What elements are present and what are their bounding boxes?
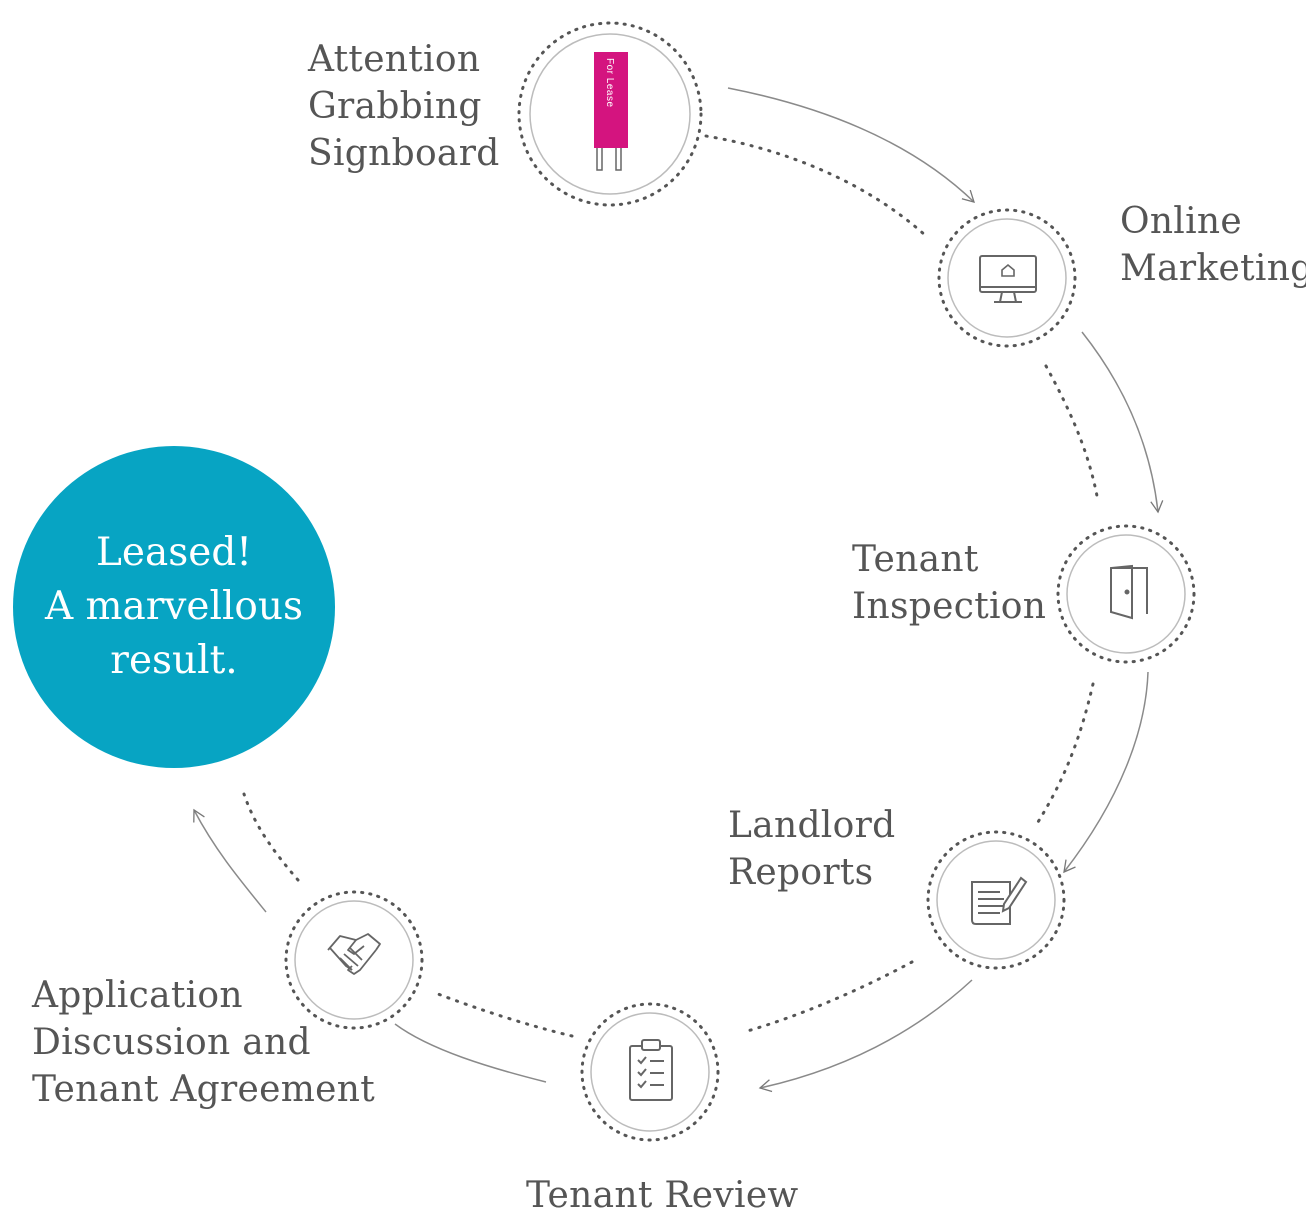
label-line: Inspection: [852, 586, 1047, 627]
arrow-reports-to-review: [758, 979, 973, 1093]
signboard-icon: For Lease: [594, 52, 628, 171]
document-pen-icon: [971, 876, 1028, 925]
door-icon: [1110, 564, 1148, 620]
result-circle: Leased! A marvellous result.: [13, 446, 335, 768]
label-signboard: Attention Grabbing Signboard: [308, 36, 500, 177]
label-line: Grabbing: [308, 86, 482, 127]
arrow-sign-to-online: [727, 87, 975, 203]
result-line: Leased!: [96, 530, 252, 575]
label-line: Reports: [728, 852, 874, 893]
label-landlord-reports: Landlord Reports: [728, 802, 895, 896]
arrow-review-to-application: [394, 1023, 547, 1083]
label-line: Tenant Review: [526, 1175, 799, 1216]
label-line: Landlord: [728, 805, 896, 846]
step-circle-online: [937, 208, 1077, 348]
label-tenant-review: Tenant Review: [526, 1172, 799, 1219]
arrows: [193, 87, 1164, 1093]
clipboard-checklist-icon: [629, 1039, 673, 1101]
result-line: result.: [110, 638, 238, 683]
handshake-icon: [327, 933, 381, 975]
dotted-connectors: [242, 134, 1099, 1038]
arrow-application-to-result: [193, 808, 267, 913]
arrow-online-to-inspection: [1081, 331, 1164, 514]
label-application: Application Discussion and Tenant Agreem…: [32, 972, 375, 1113]
arrow-inspection-to-reports: [1063, 671, 1149, 874]
label-line: Marketing: [1120, 248, 1306, 289]
label-line: Signboard: [308, 133, 500, 174]
result-line: A marvellous: [44, 584, 304, 629]
label-line: Attention: [308, 39, 481, 80]
label-tenant-inspection: Tenant Inspection: [852, 536, 1046, 630]
label-online-marketing: Online Marketing: [1120, 198, 1306, 292]
step-circle-application: [284, 890, 424, 1030]
label-line: Tenant Agreement: [32, 1069, 376, 1110]
label-line: Discussion and: [32, 1022, 311, 1063]
label-line: Online: [1120, 201, 1243, 242]
label-line: Application: [32, 975, 243, 1016]
monitor-house-icon: [979, 255, 1037, 303]
sign-text: For Lease: [604, 58, 615, 108]
label-line: Tenant: [852, 539, 979, 580]
